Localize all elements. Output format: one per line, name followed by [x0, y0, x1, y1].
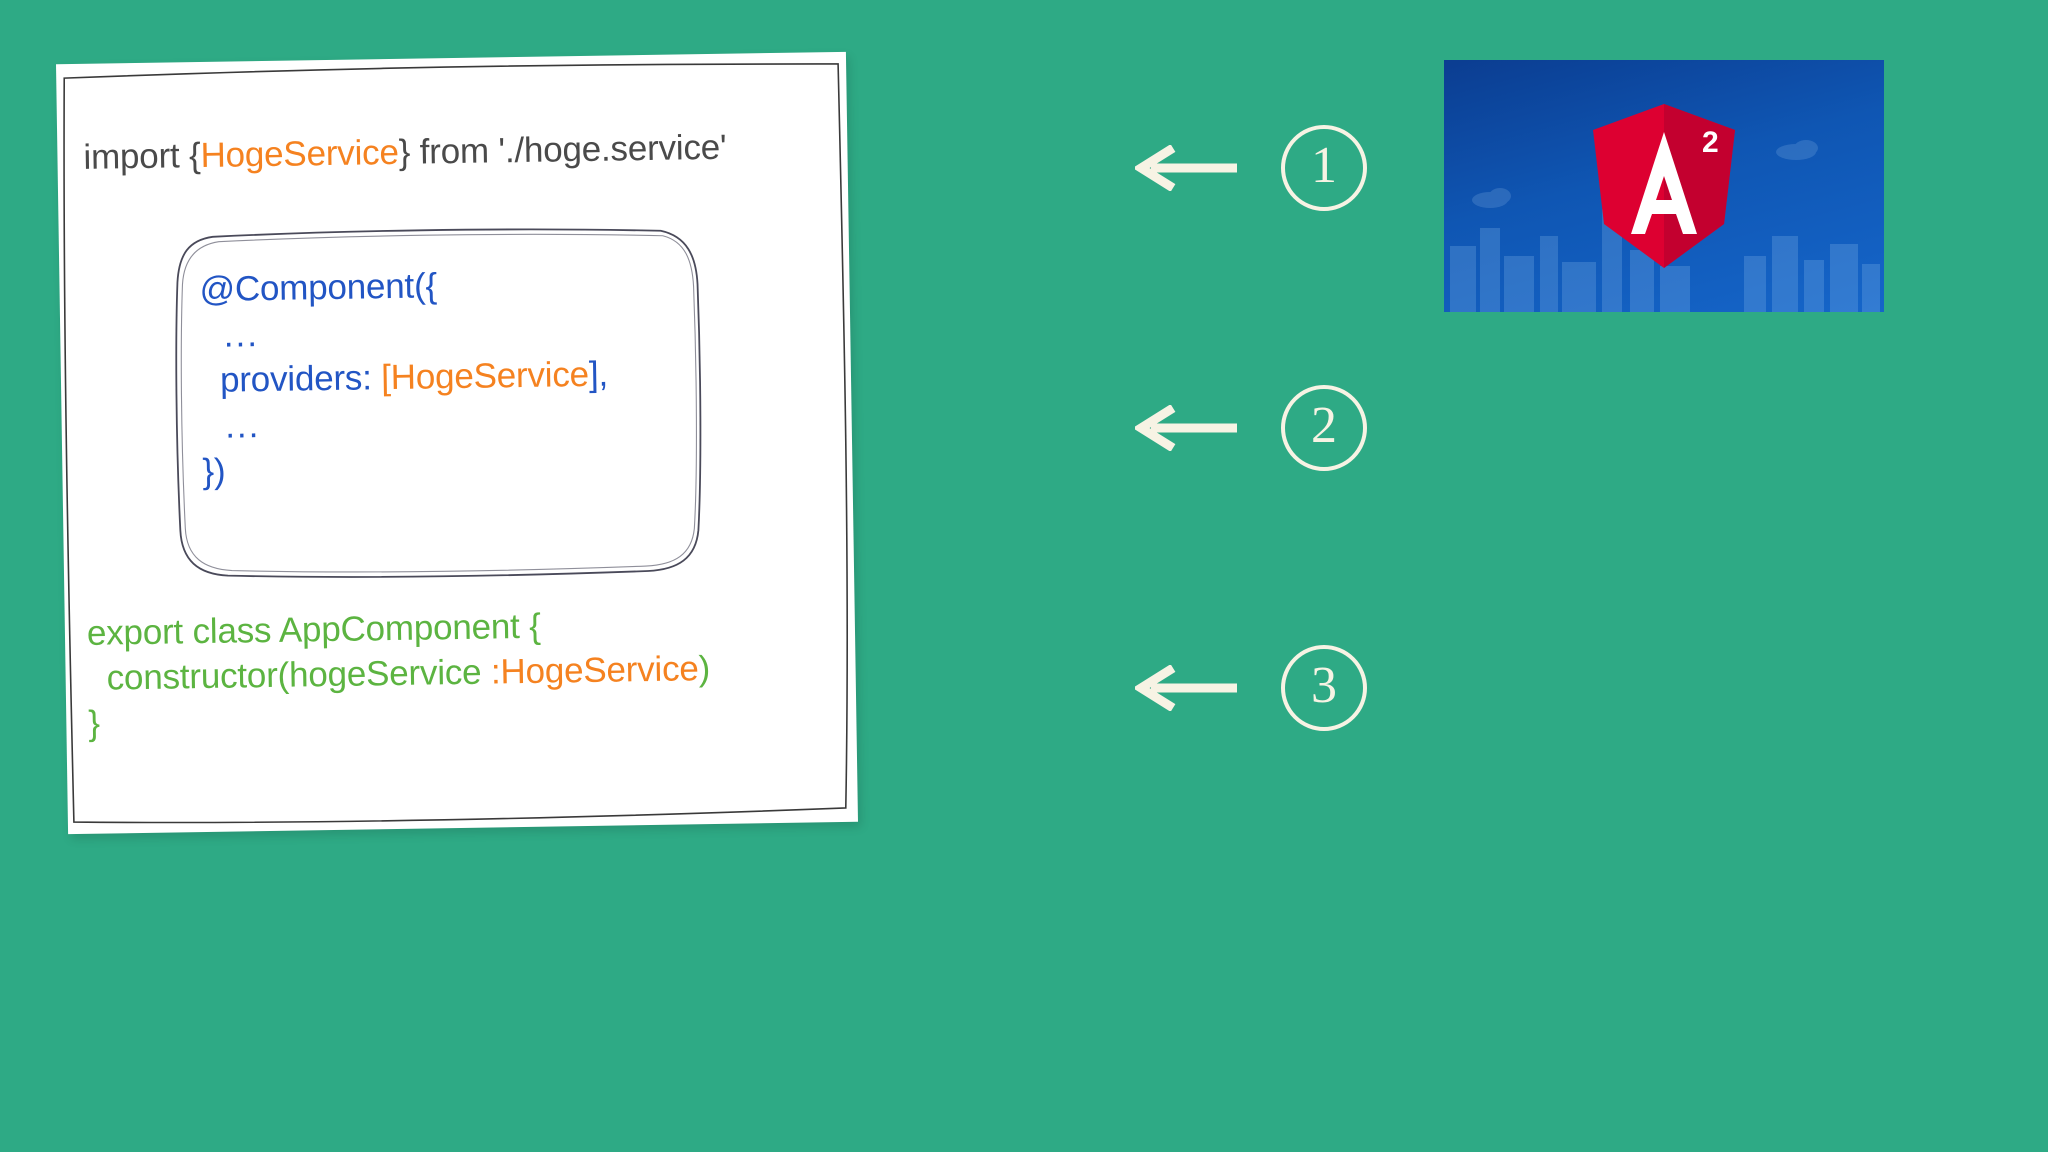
code-card: import {HogeService} from './hoge.servic… — [56, 51, 858, 835]
decorator-highlight-box — [171, 222, 706, 583]
annotation-1: 1 — [1135, 125, 1367, 211]
code-token-blue: ... — [201, 405, 261, 446]
code-line-component-open: @Component({ — [199, 259, 720, 313]
code-line-import: import {HogeService} from './hoge.servic… — [83, 124, 848, 181]
code-token-blue: ... — [199, 314, 260, 355]
left-arrow-icon — [1135, 405, 1239, 451]
code-line-ellipsis-bottom: ... — [201, 395, 722, 449]
decorator-code-block: @Component({ ... providers: [HogeService… — [199, 259, 723, 495]
annotation-3: 3 — [1135, 645, 1367, 731]
code-token-blue: providers: — [200, 358, 382, 401]
code-token-blue: }) — [202, 451, 226, 491]
code-token-service-name: :HogeService — [490, 649, 699, 692]
code-line-providers: providers: [HogeService], — [201, 350, 722, 404]
code-token-green: ) — [698, 648, 711, 689]
code-token-service-name: HogeService — [200, 132, 399, 175]
code-token-green: constructor(hogeService — [87, 652, 492, 698]
annotation-number-circle: 3 — [1281, 645, 1367, 731]
code-line-ellipsis-top: ... — [200, 304, 721, 358]
angular-2-logo-card: 2 — [1444, 60, 1884, 312]
code-line-component-close: }) — [202, 441, 723, 495]
left-arrow-icon — [1135, 145, 1239, 191]
left-arrow-icon — [1135, 665, 1239, 711]
code-token-green: export class AppComponent { — [86, 606, 541, 653]
annotation-number-circle: 2 — [1281, 385, 1367, 471]
code-token-plain: import { — [83, 135, 201, 177]
code-token-plain: } from './hoge.service' — [398, 127, 727, 172]
code-token-green: } — [88, 703, 101, 743]
annotation-2: 2 — [1135, 385, 1367, 471]
angular-shield-icon: 2 — [1589, 102, 1739, 270]
annotation-number-circle: 1 — [1281, 125, 1367, 211]
class-code-block: export class AppComponent { constructor(… — [87, 602, 712, 746]
svg-text:2: 2 — [1702, 126, 1719, 159]
code-token-blue: ], — [588, 354, 609, 394]
code-token-blue: @Component({ — [199, 266, 438, 310]
code-token-service-name: [HogeService — [380, 354, 590, 398]
city-skyline-decoration — [1444, 60, 1884, 312]
